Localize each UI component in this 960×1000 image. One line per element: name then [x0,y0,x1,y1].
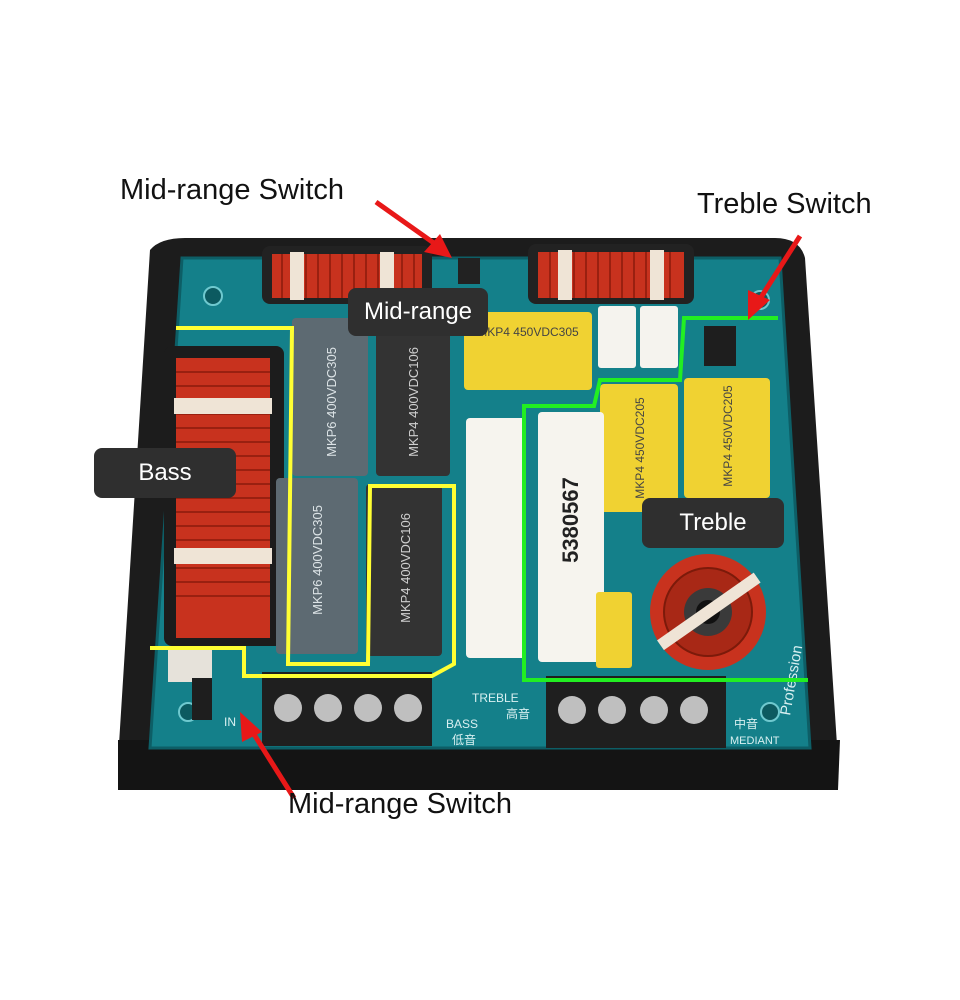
svg-text:TREBLE: TREBLE [472,691,519,705]
svg-text:低音: 低音 [452,732,476,747]
white-block [598,306,636,368]
ceramic-resistor-left [466,418,526,658]
capacitor-mkp6-bottom: MKP6 400VDC305 [276,478,358,654]
capacitor-yellow-top: MKP4 450VDC305 [464,312,592,390]
tag-treble: Treble [642,498,784,548]
treble-coil-round [650,554,766,670]
case-front-edge [118,740,840,790]
callout-treble-switch: Treble Switch [697,188,872,220]
capacitor-yellow-right: MKP4 450VDC205 [684,378,770,498]
ceramic-resistor-right: 5380567 [538,412,604,662]
bass-outline [150,326,456,678]
capacitor-mkp4-top: MKP4 400VDC106 [376,318,450,476]
svg-text:高音: 高音 [506,706,530,721]
svg-text:中音: 中音 [734,716,758,731]
svg-text:MKP4 450VDC205: MKP4 450VDC205 [633,397,647,499]
tag-midrange: Mid-range [348,288,488,336]
svg-text:MKP4 450VDC305: MKP4 450VDC305 [477,325,579,339]
arrow-midrange-top [374,199,452,258]
svg-text:MKP6 400VDC305: MKP6 400VDC305 [324,347,339,457]
treble-switch [704,326,736,366]
svg-text:IN: IN [224,715,236,729]
callout-midrange-switch-bottom: Mid-range Switch [288,788,513,820]
midrange-switch-top [458,258,480,284]
mounting-hole [203,286,223,306]
svg-text:5380567: 5380567 [558,477,583,563]
svg-text:BASS: BASS [446,717,478,731]
mounting-hole [760,702,780,722]
arrow-midrange-bottom [240,712,297,800]
svg-text:MKP6 400VDC305: MKP6 400VDC305 [310,505,325,615]
midrange-switch-bottom [168,650,212,720]
svg-text:MKP4 400VDC106: MKP4 400VDC106 [398,513,413,623]
svg-text:MEDIANT: MEDIANT [730,735,780,747]
callout-midrange-switch-top: Mid-range Switch [120,174,345,206]
white-block [640,306,678,368]
small-yellow-component [596,592,632,668]
treble-outline [522,316,808,682]
capacitor-yellow-mid: MKP4 450VDC205 [600,384,678,512]
treble-terminal-block [546,676,726,748]
treble-coil-top [528,244,694,304]
bass-terminal-block [262,672,432,746]
svg-text:MKP4 450VDC205: MKP4 450VDC205 [721,385,735,487]
tag-bass: Bass [94,448,236,498]
capacitor-mkp4-bottom: MKP4 400VDC106 [366,484,442,656]
svg-text:MKP4 400VDC106: MKP4 400VDC106 [406,347,421,457]
capacitor-mkp6-top: MKP6 400VDC305 [292,318,368,476]
arrow-treble [748,234,803,320]
